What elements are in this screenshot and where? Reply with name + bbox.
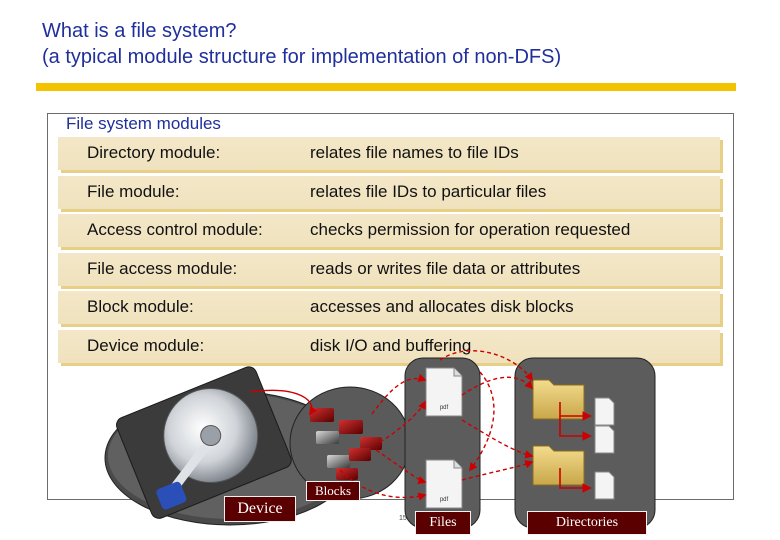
module-row-file: File module: relates file IDs to particu… xyxy=(58,176,720,209)
module-row-access-control: Access control module: checks permission… xyxy=(58,214,720,247)
svg-text:pdf: pdf xyxy=(440,497,449,503)
title-accent-bar xyxy=(36,83,736,91)
module-name: Device module: xyxy=(87,336,205,355)
module-desc: relates file names to file IDs xyxy=(310,143,519,162)
hard-disk-icon xyxy=(116,366,292,519)
module-desc: reads or writes file data or attributes xyxy=(310,259,581,278)
module-name: Directory module: xyxy=(87,143,221,162)
title-line-1: What is a file system? xyxy=(42,20,237,42)
frame-label: File system modules xyxy=(66,114,221,133)
module-desc: relates file IDs to particular files xyxy=(310,182,547,201)
page-number: 15 xyxy=(399,515,407,522)
data-flow-arrows xyxy=(249,350,534,501)
directories-panel xyxy=(514,357,656,529)
module-name: Access control module: xyxy=(87,220,263,239)
folder-icon xyxy=(532,445,585,486)
document-icon: pdf xyxy=(425,367,463,417)
module-desc: accesses and allocates disk blocks xyxy=(310,297,574,316)
directories-label: Directories xyxy=(527,511,647,535)
files-panel: pdf pdf xyxy=(404,357,481,529)
svg-text:pdf: pdf xyxy=(440,405,449,411)
document-icon: pdf xyxy=(425,459,463,509)
module-row-device: Device module: disk I/O and buffering xyxy=(58,330,720,363)
block-icon xyxy=(310,408,382,480)
module-name: File module: xyxy=(87,182,180,201)
files-label: Files xyxy=(415,511,471,535)
module-desc: disk I/O and buffering xyxy=(310,336,472,355)
module-name: Block module: xyxy=(87,297,194,316)
module-row-block: Block module: accesses and allocates dis… xyxy=(58,291,720,324)
folder-icon xyxy=(532,379,585,420)
title-line-2: (a typical module structure for implemen… xyxy=(42,46,562,68)
document-icon xyxy=(594,397,615,500)
module-name: File access module: xyxy=(87,259,238,278)
blocks-label: Blocks xyxy=(306,481,360,501)
page-title: What is a file system? (a typical module… xyxy=(42,18,561,70)
device-label: Device xyxy=(224,496,296,522)
module-desc: checks permission for operation requeste… xyxy=(310,220,631,239)
blocks-panel xyxy=(289,386,411,500)
module-row-directory: Directory module: relates file names to … xyxy=(58,137,720,170)
module-row-file-access: File access module: reads or writes file… xyxy=(58,253,720,286)
